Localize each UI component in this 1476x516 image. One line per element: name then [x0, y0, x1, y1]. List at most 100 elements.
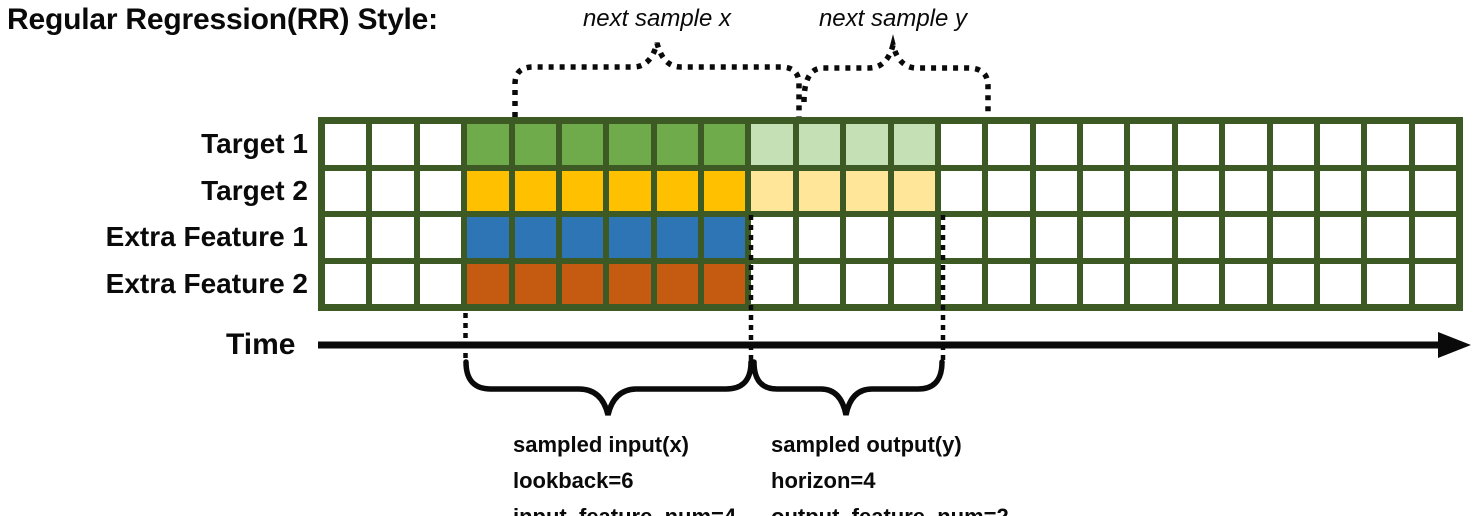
time-axis-label: Time — [226, 328, 296, 361]
grid-cell — [372, 217, 414, 258]
grid-cell — [467, 170, 509, 211]
grid-cell — [846, 124, 888, 165]
grid-cell — [1130, 217, 1172, 258]
grid-cell — [751, 217, 793, 258]
row-label: Target 2 — [201, 174, 308, 206]
grid-cell — [656, 217, 698, 258]
grid-cell — [988, 170, 1030, 211]
brace-sampled-output — [751, 359, 945, 416]
grid-cell — [419, 124, 462, 165]
grid-cell — [1272, 217, 1314, 258]
grid-cell — [467, 124, 509, 165]
grid-cell — [1225, 263, 1267, 304]
grid-cell — [798, 124, 841, 165]
grid-cell — [893, 124, 935, 165]
grid-cell — [325, 217, 367, 258]
grid-cell — [656, 170, 698, 211]
grid-cell — [467, 263, 509, 304]
grid-cell — [1319, 263, 1362, 304]
grid-cell — [1272, 170, 1314, 211]
sampled-input-annotation: sampled input(x) lookback=6 input_featur… — [513, 427, 736, 516]
grid-cell — [561, 124, 604, 165]
grid-cell — [656, 124, 698, 165]
grid-cell — [1367, 170, 1409, 211]
grid-cell — [1414, 263, 1456, 304]
grid-cell — [1035, 263, 1077, 304]
grid-cell — [704, 263, 746, 304]
grid-cell — [1414, 124, 1456, 165]
lookback-line: lookback=6 — [513, 468, 634, 493]
grid-cell — [940, 124, 983, 165]
grid-cell — [751, 263, 793, 304]
grid-cell — [1225, 170, 1267, 211]
grid-cell — [1367, 217, 1409, 258]
sampled-output-line: sampled output(y) — [771, 432, 962, 457]
grid-cell — [893, 263, 935, 304]
time-axis-arrowhead-icon — [1438, 332, 1471, 358]
grid-cell — [1083, 124, 1125, 165]
grid-cell — [1319, 217, 1362, 258]
grid-cell — [988, 217, 1030, 258]
horizon-line: horizon=4 — [771, 468, 876, 493]
row-label: Target 1 — [201, 128, 308, 159]
grid-cell — [561, 263, 604, 304]
grid-cell — [846, 217, 888, 258]
sampled-input-line: sampled input(x) — [513, 432, 690, 457]
grid-cell — [704, 170, 746, 211]
grid — [318, 117, 1463, 311]
grid-cell — [940, 170, 983, 211]
grid-cell — [419, 217, 462, 258]
grid-cell — [561, 170, 604, 211]
grid-cell — [1225, 124, 1267, 165]
grid-cell — [893, 217, 935, 258]
grid-cell — [609, 170, 651, 211]
grid-cell — [419, 170, 462, 211]
grid-cell — [325, 263, 367, 304]
grid-cell — [1319, 170, 1362, 211]
output-feature-num-line: output_feature_num=2 — [771, 499, 1009, 516]
grid-cell — [1177, 170, 1220, 211]
grid-cell — [1035, 170, 1077, 211]
grid-cell — [1083, 217, 1125, 258]
next-sample-y-label: next sample y — [818, 5, 968, 32]
grid-cell — [609, 124, 651, 165]
grid-cell — [1272, 263, 1314, 304]
grid-cell — [325, 170, 367, 211]
grid-cell — [325, 124, 367, 165]
grid-cell — [419, 263, 462, 304]
grid-cell — [1130, 170, 1172, 211]
grid-cell — [940, 217, 983, 258]
row-label: Extra Feature 1 — [105, 221, 308, 253]
grid-cell — [1083, 263, 1125, 304]
grid-cell — [846, 170, 888, 211]
grid-cell — [1177, 124, 1220, 165]
grid-cell — [1083, 170, 1125, 211]
grid-cell — [1035, 124, 1077, 165]
grid-cell — [514, 217, 556, 258]
grid-cell — [751, 124, 793, 165]
grid-cell — [514, 170, 556, 211]
dotted-brace-next-sample-y — [801, 34, 991, 117]
row-label: Extra Feature 2 — [105, 267, 308, 299]
grid-cell — [1130, 263, 1172, 304]
grid-cell — [1225, 217, 1267, 258]
dotted-brace-next-sample-x — [512, 42, 802, 117]
grid-cell — [846, 263, 888, 304]
grid-cell — [609, 263, 651, 304]
grid-cell — [1367, 263, 1409, 304]
sampled-output-annotation: sampled output(y) horizon=4 output_featu… — [771, 427, 1009, 516]
grid-cell — [940, 263, 983, 304]
input-feature-num-line: input_feature_num=4 — [513, 499, 736, 516]
grid-cell — [561, 217, 604, 258]
grid-cell — [1035, 217, 1077, 258]
grid-cell — [1177, 217, 1220, 258]
grid-cell — [798, 217, 841, 258]
grid-cell — [1414, 170, 1456, 211]
grid-cell — [1414, 217, 1456, 258]
grid-cell — [751, 170, 793, 211]
next-sample-x-label: next sample x — [582, 5, 732, 32]
grid-cell — [988, 124, 1030, 165]
grid-cell — [1177, 263, 1220, 304]
grid-cell — [514, 124, 556, 165]
